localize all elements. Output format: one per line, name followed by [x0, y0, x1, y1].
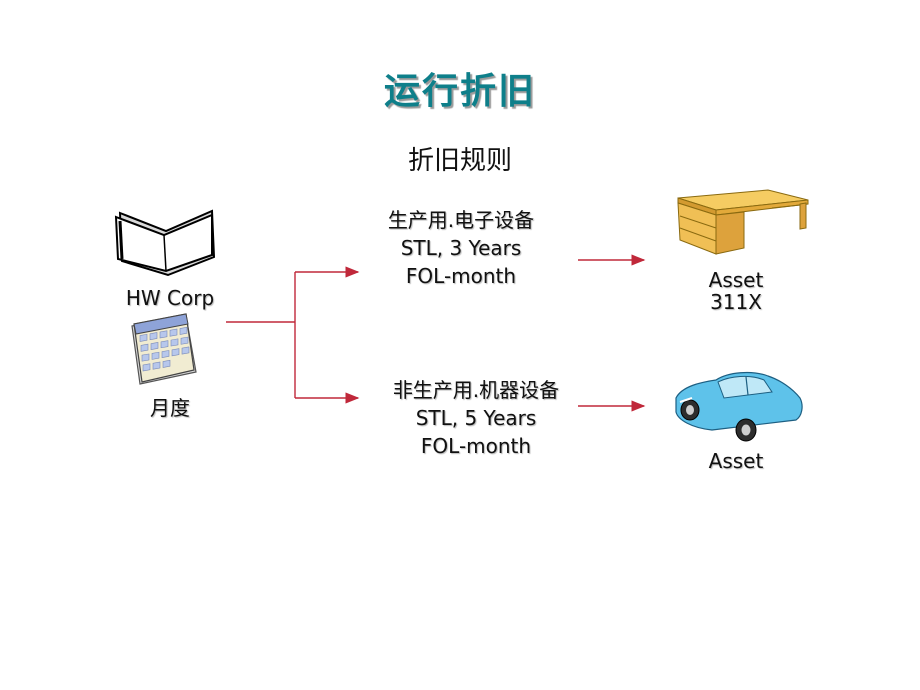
- calendar-icon: [131, 313, 197, 385]
- diagram-subtitle: 折旧规则: [407, 146, 512, 176]
- period-label: 月度: [150, 396, 190, 420]
- rule-2-category: 非生产用.机器设备: [392, 378, 560, 402]
- asset-2: Asset: [666, 447, 806, 475]
- asset-1-label: Asset: [708, 268, 764, 292]
- book-icon: [114, 209, 216, 277]
- car-icon: [675, 371, 803, 442]
- asset-1-id: 311X: [710, 290, 762, 314]
- rule-2: 非生产用.机器设备 STL, 5 Years FOL-month: [326, 376, 626, 460]
- asset-1: Asset 311X: [666, 266, 806, 316]
- asset-2-label: Asset: [708, 449, 764, 473]
- rule-1: 生产用.电子设备 STL, 3 Years FOL-month: [311, 206, 611, 290]
- rule-2-convention: FOL-month: [420, 434, 532, 458]
- desk-icon: [677, 189, 809, 255]
- rule-1-method: STL, 3 Years: [400, 236, 522, 260]
- company-label: HW Corp: [125, 286, 215, 310]
- rule-2-method: STL, 5 Years: [415, 406, 537, 430]
- rule-1-category: 生产用.电子设备: [387, 208, 535, 232]
- page-title: 运行折旧: [383, 71, 536, 112]
- rule-1-convention: FOL-month: [405, 264, 517, 288]
